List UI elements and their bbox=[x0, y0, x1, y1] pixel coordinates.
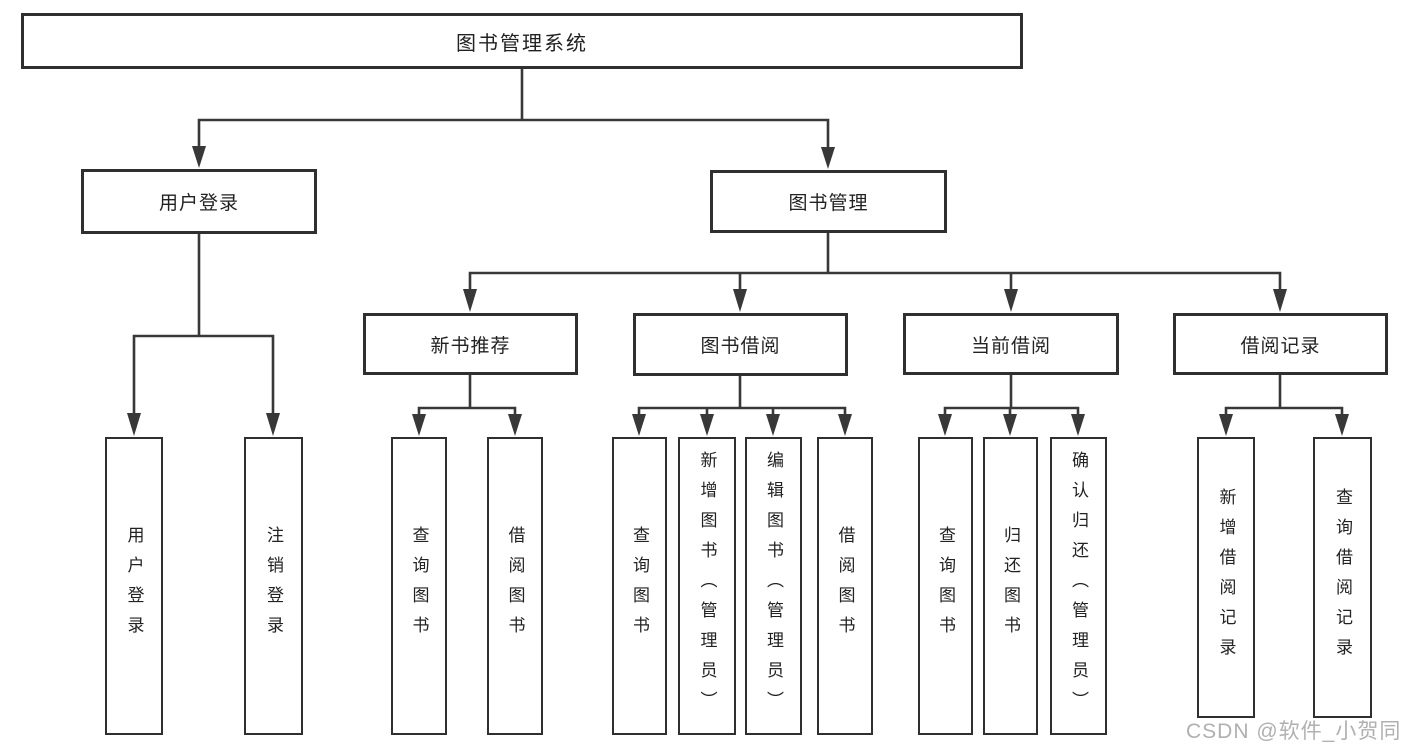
leaf-borrow-book-recommend: 借阅图书 bbox=[487, 437, 543, 735]
leaf-query-book-current: 查询图书 bbox=[918, 437, 973, 735]
leaf-add-borrow-record: 新增借阅记录 bbox=[1197, 437, 1255, 718]
leaf-return-book: 归还图书 bbox=[983, 437, 1038, 735]
leaf-edit-book-admin: 编辑图书（管理员） bbox=[745, 437, 802, 735]
leaf-logout: 注销登录 bbox=[244, 437, 303, 735]
leaf-confirm-return-admin: 确认归还（管理员） bbox=[1050, 437, 1107, 735]
node-current-borrow: 当前借阅 bbox=[903, 313, 1119, 375]
arrowhead-icons bbox=[127, 146, 1349, 436]
leaf-user-login: 用户登录 bbox=[105, 437, 163, 735]
leaf-query-borrow-record: 查询借阅记录 bbox=[1313, 437, 1372, 718]
node-borrow-record: 借阅记录 bbox=[1173, 313, 1388, 375]
node-user-login: 用户登录 bbox=[81, 169, 317, 234]
leaf-borrow-book: 借阅图书 bbox=[817, 437, 873, 735]
node-new-book-recommend: 新书推荐 bbox=[363, 313, 578, 375]
leaf-query-book-recommend: 查询图书 bbox=[391, 437, 447, 735]
leaf-add-book-admin: 新增图书（管理员） bbox=[678, 437, 736, 735]
node-book-borrow: 图书借阅 bbox=[633, 313, 848, 376]
leaf-query-book-borrow: 查询图书 bbox=[612, 437, 667, 735]
watermark: CSDN @软件_小贺同学 bbox=[1186, 720, 1402, 743]
node-book-manage: 图书管理 bbox=[710, 170, 947, 233]
node-root-system: 图书管理系统 bbox=[21, 13, 1023, 69]
connector-lines bbox=[132, 68, 1344, 417]
